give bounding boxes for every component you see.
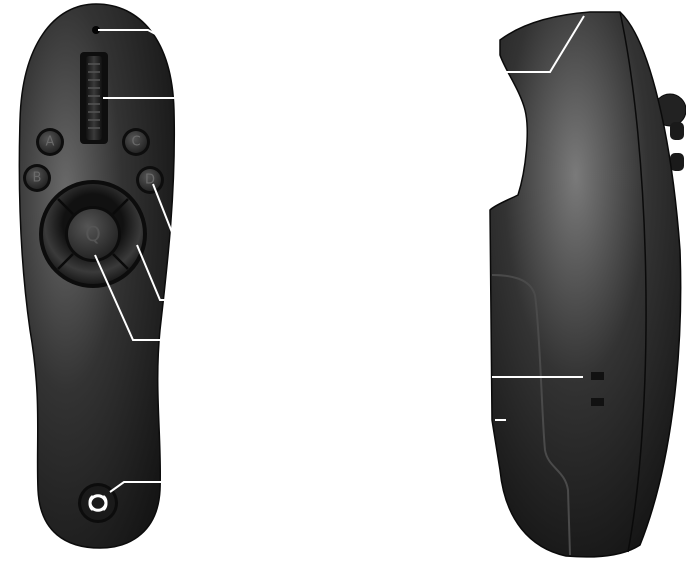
front-leader-lines (94, 29, 176, 493)
side-body (489, 11, 682, 558)
button-d[interactable]: D (136, 166, 164, 194)
side-button-lower (670, 153, 684, 171)
button-c[interactable]: C (122, 128, 150, 156)
button-b[interactable]: B (23, 164, 51, 192)
button-c-label: C (131, 135, 140, 150)
side-leader-lines (492, 15, 585, 421)
directional-pad[interactable]: Q (39, 180, 147, 288)
side-button-upper (670, 122, 684, 140)
button-a[interactable]: A (36, 128, 64, 156)
logo-icon (88, 494, 108, 512)
side-view (489, 11, 686, 558)
side-seam (619, 11, 647, 553)
scroll-wheel[interactable] (80, 52, 108, 144)
logo-button[interactable] (78, 483, 118, 523)
button-q-label: Q (85, 222, 101, 246)
microphone-hole (92, 26, 100, 34)
battery-cover-edge (491, 274, 571, 556)
front-view: A C B D Q (18, 3, 176, 549)
indicator-upper (591, 372, 604, 380)
button-q[interactable]: Q (68, 209, 118, 259)
button-b-label: B (33, 171, 42, 186)
button-a-label: A (46, 135, 55, 150)
indicator-lower (591, 398, 604, 406)
button-d-label: D (145, 173, 155, 188)
